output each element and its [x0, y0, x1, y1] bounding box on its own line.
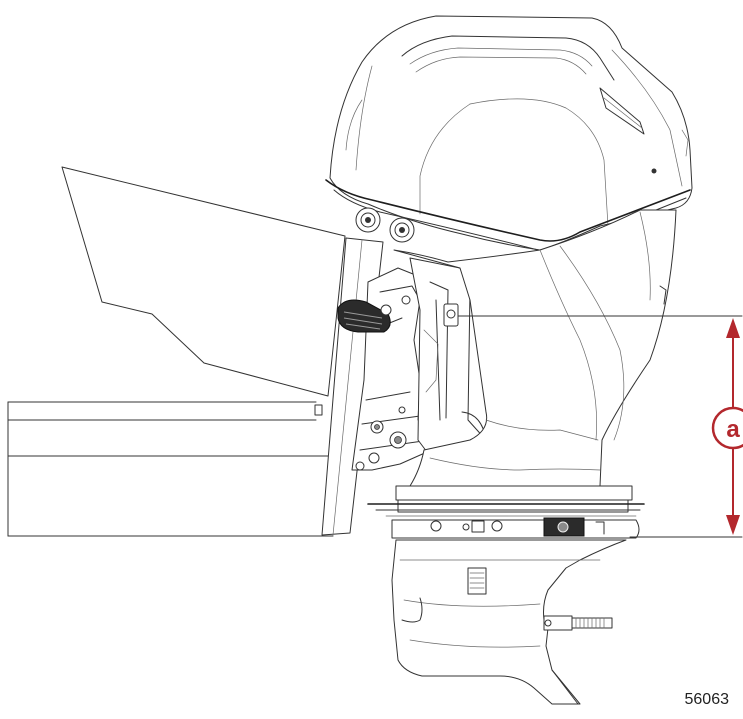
- gearcase: [391, 539, 627, 705]
- water-intake-grille: [467, 567, 487, 595]
- dimension-arrow-up: [726, 318, 740, 338]
- tilt-lever: [337, 299, 391, 333]
- figure-number: 56063: [684, 691, 730, 708]
- dimension-arrow-down: [726, 515, 740, 535]
- propeller-shaft: [543, 615, 613, 631]
- bracket-bolt: [368, 452, 380, 464]
- dimension-a: a: [457, 315, 743, 538]
- boat-hull: [7, 166, 384, 537]
- bracket-bolt: [355, 461, 365, 471]
- callout-label: a: [726, 416, 740, 443]
- transom-fitting: [314, 404, 323, 416]
- engine-cowl: [325, 15, 693, 252]
- swivel-bracket: [409, 257, 487, 457]
- hull-side-panel: [61, 166, 346, 397]
- callout-circle: [711, 406, 743, 450]
- midsection: [367, 209, 677, 539]
